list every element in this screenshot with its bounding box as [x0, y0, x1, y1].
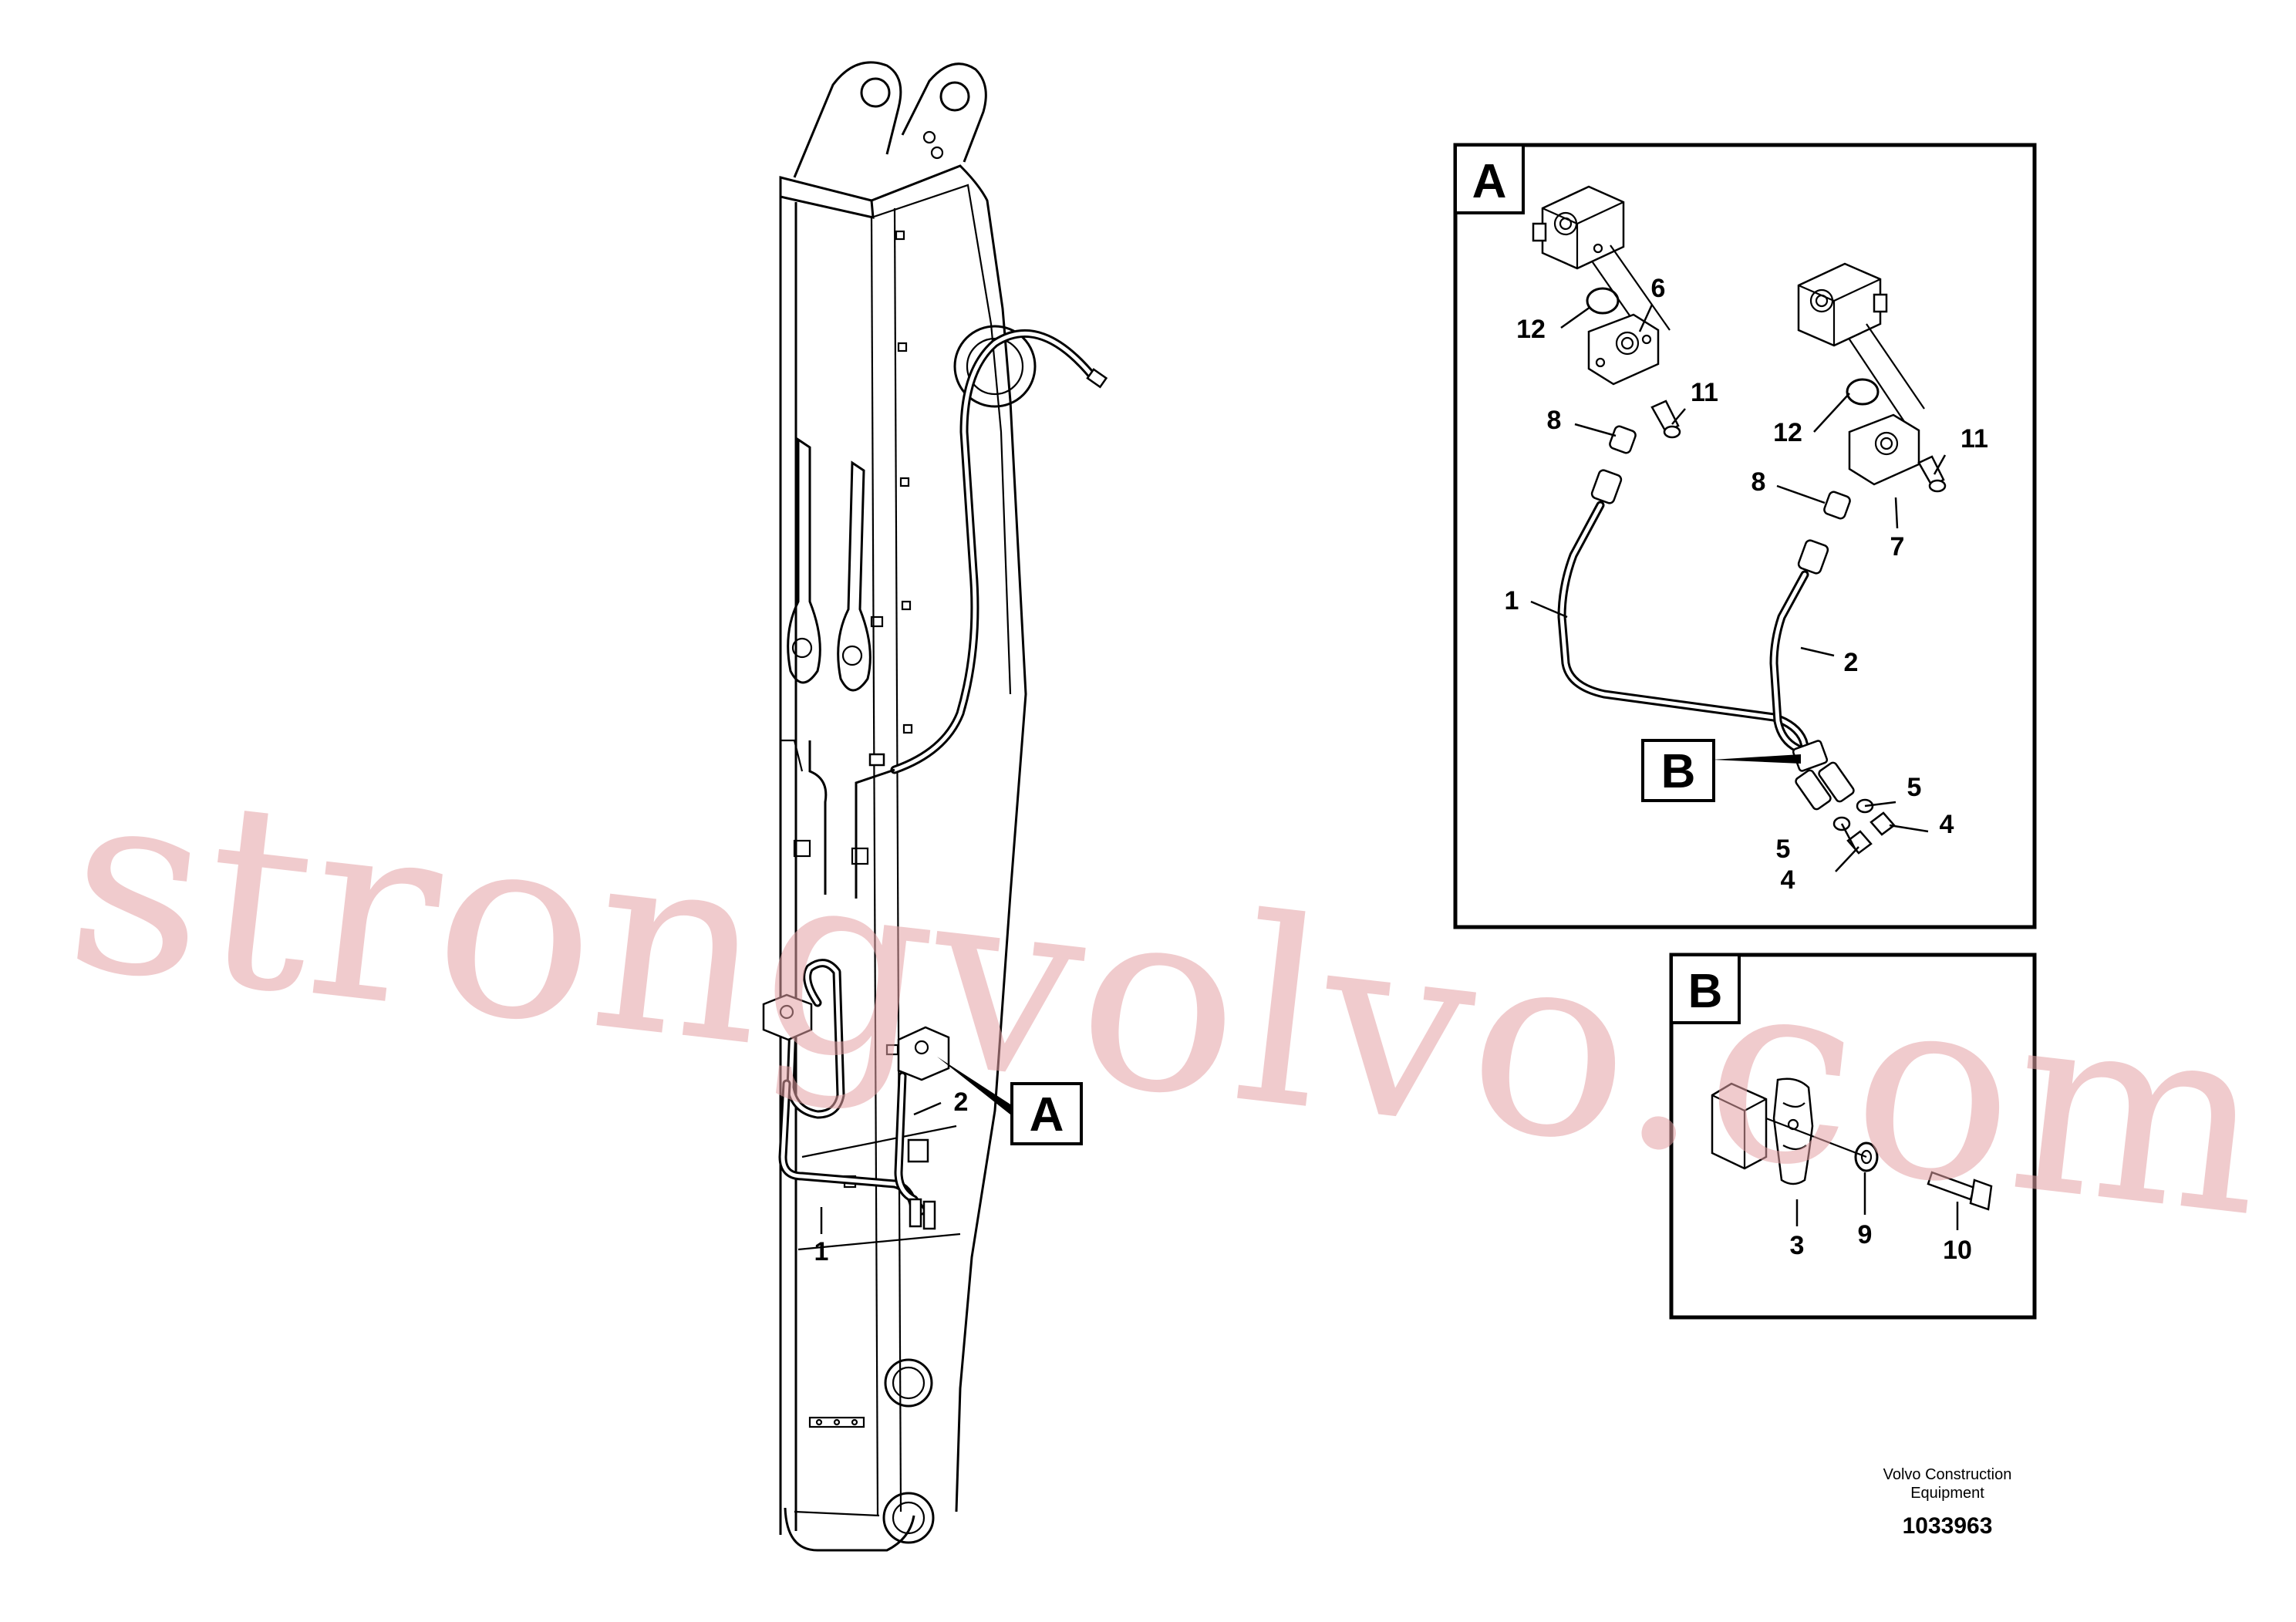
detail-a-label-12-right: 12: [1773, 418, 1802, 447]
detail-a-title: A: [1472, 155, 1507, 208]
callout-a-box: [1010, 1082, 1083, 1145]
detail-b-label-10: 10: [1943, 1236, 1972, 1265]
arm-label-1: 1: [814, 1237, 829, 1266]
detail-a-panel: A: [1453, 143, 2037, 929]
detail-a-label-11-left: 11: [1691, 378, 1718, 407]
bolt-marks: [793, 230, 913, 1189]
callout-b-pointer: [1712, 754, 1801, 764]
detail-a-label-4-right: 4: [1940, 810, 1954, 839]
detail-b-panel: B: [1669, 953, 2037, 1320]
detail-a-label-12-left: 12: [1516, 315, 1546, 344]
callout-a-label: A: [1030, 1088, 1064, 1141]
callout-b-box: [1641, 739, 1715, 802]
arm-label-2: 2: [954, 1088, 969, 1117]
detail-a-label-4-left: 4: [1781, 865, 1795, 895]
detail-b-title-box: [1670, 953, 1741, 1024]
valve-block-right: [885, 1026, 950, 1081]
detail-a-label-2: 2: [1844, 648, 1859, 677]
credit-line-2: Equipment: [1910, 1485, 1984, 1502]
detail-b-title: B: [1688, 965, 1723, 1018]
callout-b-label: B: [1661, 745, 1696, 798]
detail-a-title-box: [1454, 143, 1525, 214]
detail-a-label-7: 7: [1890, 532, 1905, 561]
excavator-arm: [762, 61, 1108, 1552]
document-number: 1033963: [1903, 1513, 1993, 1539]
detail-a-label-5-left: 5: [1776, 835, 1791, 864]
detail-a-label-5-right: 5: [1907, 773, 1922, 802]
callout-a-pointer: [937, 1057, 1014, 1114]
detail-a-label-6: 6: [1651, 274, 1666, 303]
detail-a-label-11-right: 11: [1961, 424, 1988, 454]
detail-a-label-8-right: 8: [1752, 467, 1766, 497]
detail-b-label-3: 3: [1790, 1231, 1805, 1260]
detail-a-label-1: 1: [1505, 586, 1519, 615]
detail-a-label-8-left: 8: [1547, 406, 1562, 435]
valve-block-left: [762, 993, 813, 1041]
credit-line-1: Volvo Construction: [1883, 1466, 2012, 1483]
detail-b-label-9: 9: [1858, 1220, 1873, 1249]
